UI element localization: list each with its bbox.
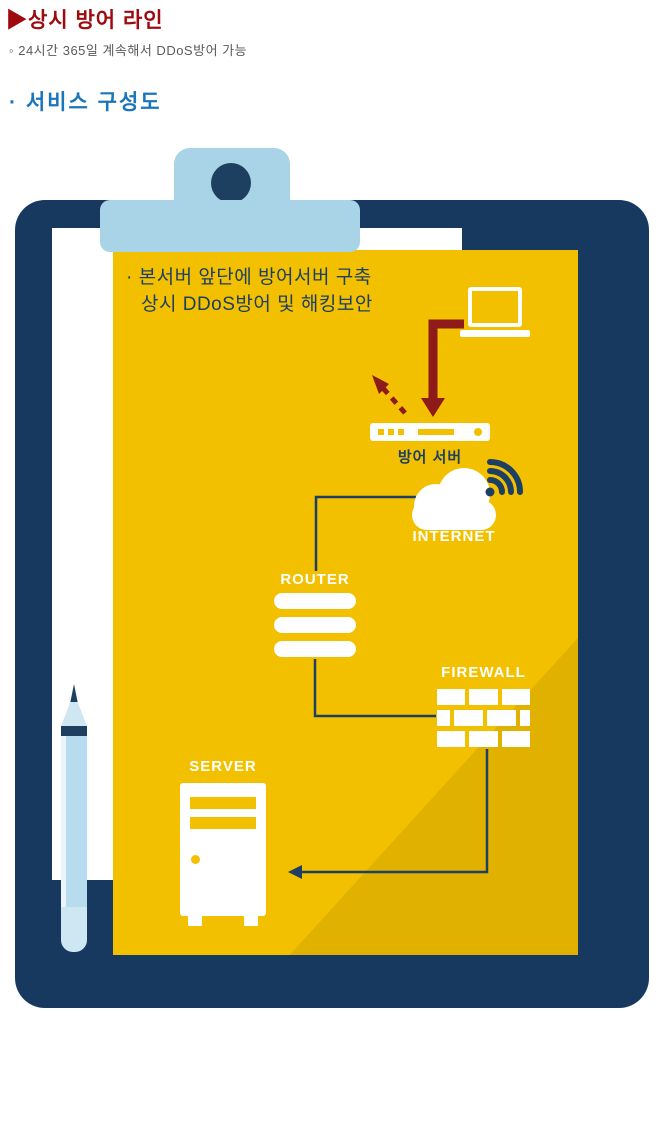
server-power-led [191, 855, 200, 864]
firewall-label: FIREWALL [441, 664, 526, 681]
server-foot [188, 916, 202, 926]
pen-cap [61, 907, 87, 952]
pen-tip [70, 684, 78, 702]
defense-server-vent [398, 429, 404, 435]
defense-server-icon [370, 423, 490, 441]
diagram-note-line2: 상시 DDoS방어 및 해킹보안 [141, 294, 373, 315]
pen-icon [61, 684, 87, 952]
router-icon-bar [274, 641, 356, 657]
pen-cone [61, 702, 87, 726]
server-label: SERVER [189, 758, 257, 775]
router-icon-bar [274, 593, 356, 609]
cloud-icon [410, 466, 498, 530]
server-drive-slot [190, 797, 256, 809]
defense-server-vent [378, 429, 384, 435]
defense-server-slot [418, 429, 454, 435]
diagram-note-line1: · 본서버 앞단에 방어서버 구축 [126, 267, 372, 288]
server-foot [244, 916, 258, 926]
firewall-brick-row [437, 731, 530, 747]
page-title: ▶상시 방어 라인 [6, 9, 164, 32]
firewall-icon [437, 689, 530, 747]
server-drive-slot [190, 817, 256, 829]
clipboard-clip-hole [211, 163, 251, 203]
laptop-screen [468, 287, 522, 327]
firewall-brick-row [437, 710, 530, 726]
laptop-base [460, 330, 530, 337]
cloud-base [412, 500, 496, 530]
server-icon [180, 783, 266, 926]
defense-server-vent [388, 429, 394, 435]
pen-ring [61, 726, 87, 736]
router-label: ROUTER [280, 571, 350, 588]
wifi-icon [485, 459, 523, 497]
section-heading: · 서비스 구성도 [9, 91, 162, 114]
firewall-brick-row [437, 689, 530, 705]
defense-server-label: 방어 서버 [397, 449, 463, 466]
clipboard-clip-bar [100, 200, 360, 252]
laptop-icon [460, 287, 530, 337]
page-subtitle: ◦ 24시간 365일 계속해서 DDoS방어 가능 [9, 43, 248, 58]
internet-label: INTERNET [412, 528, 496, 545]
defense-server-led [474, 428, 482, 436]
pen-body [61, 736, 87, 907]
router-icon-bar [274, 617, 356, 633]
